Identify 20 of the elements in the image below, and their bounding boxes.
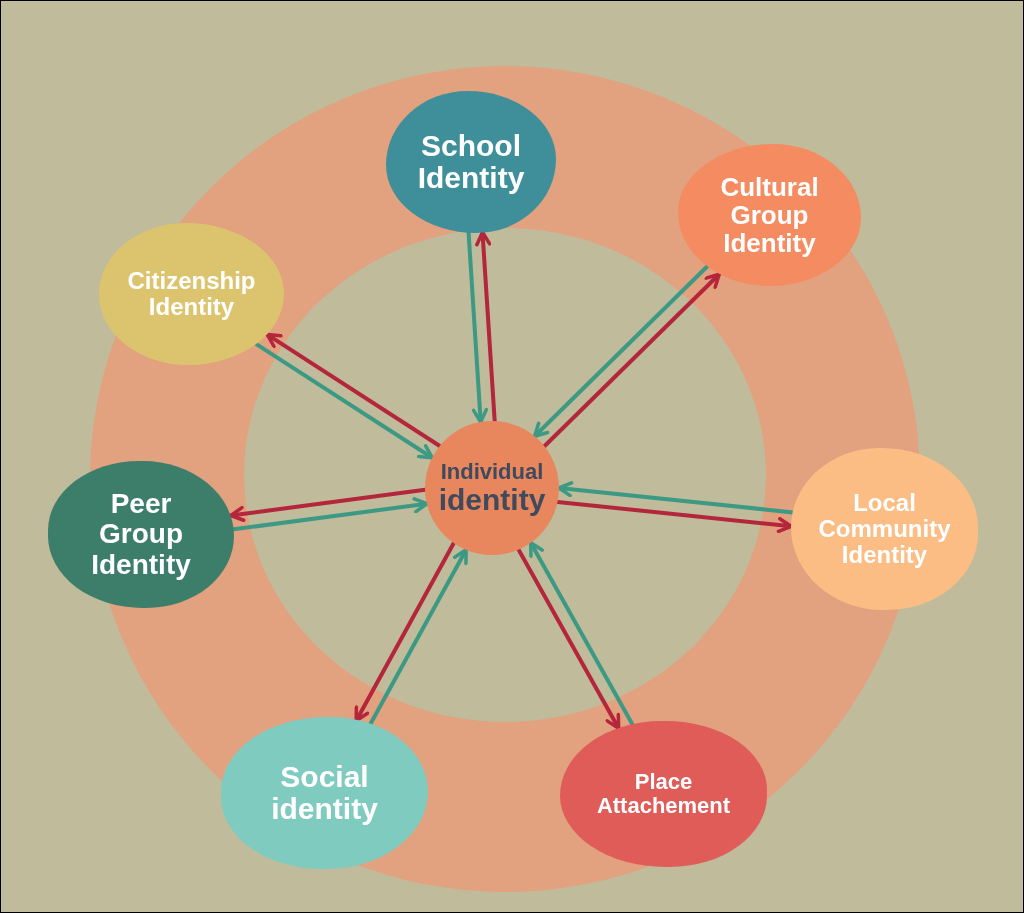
arrow xyxy=(475,230,497,424)
arrow xyxy=(528,540,635,727)
arrow xyxy=(368,547,469,727)
arrow xyxy=(516,547,621,731)
node-label: Local Community Identity xyxy=(817,490,952,568)
node-label: Peer Group Identity xyxy=(90,489,192,580)
arrow xyxy=(254,342,435,460)
node-label: School Identity xyxy=(416,129,526,195)
node-label: Place Attachement xyxy=(595,770,732,818)
node-label: Cultural Group Identity xyxy=(719,172,820,258)
node-label: Social identity xyxy=(270,760,379,826)
arrow xyxy=(542,272,722,449)
node-label: Individual xyxy=(440,459,544,484)
arrow xyxy=(265,332,442,448)
arrow xyxy=(354,541,456,723)
arrow xyxy=(228,487,427,523)
arrow xyxy=(466,231,489,424)
node-label: Citizenship Identity xyxy=(126,268,257,320)
node-label: identity xyxy=(438,483,546,517)
arrow xyxy=(532,264,709,439)
